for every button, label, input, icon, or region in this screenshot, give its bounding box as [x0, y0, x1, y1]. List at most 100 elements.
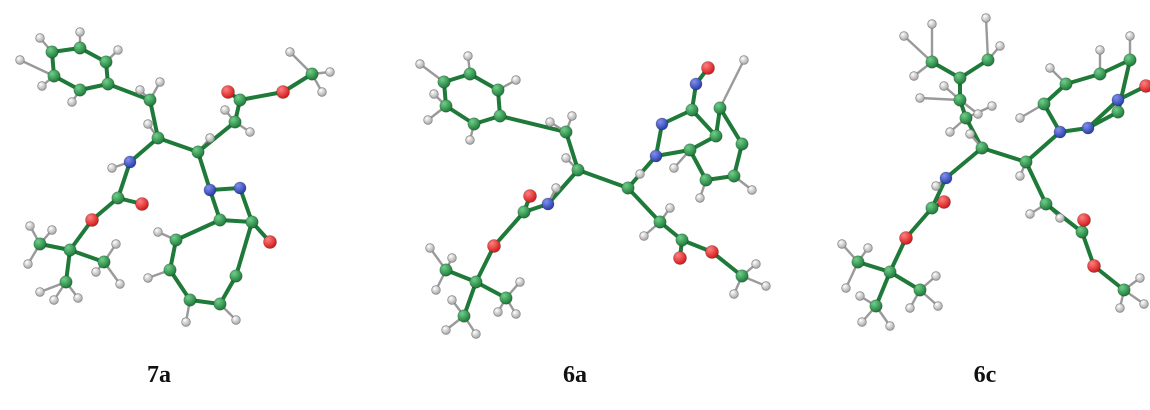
carbon-atom: [494, 110, 506, 122]
carbon-atom: [74, 42, 86, 54]
hydrogen-atom: [494, 308, 503, 317]
oxygen-atom: [222, 86, 235, 99]
hydrogen-atom: [426, 244, 435, 253]
carbon-atom: [736, 138, 748, 150]
molecule-7a: [16, 28, 335, 327]
carbon-atom: [229, 116, 241, 128]
carbon-atom: [214, 298, 226, 310]
carbon-atom: [572, 164, 584, 176]
carbon-atom: [622, 182, 634, 194]
hydrogen-atom: [568, 112, 577, 121]
carbon-atom: [470, 276, 482, 288]
carbon-atom: [170, 234, 182, 246]
carbon-atom: [518, 206, 530, 218]
bond: [176, 220, 220, 240]
carbon-atom: [464, 68, 476, 80]
carbon-atom: [458, 310, 470, 322]
carbon-atom: [926, 56, 938, 68]
hydrogen-atom: [206, 134, 215, 143]
hydrogen-atom: [144, 120, 153, 129]
carbon-atom: [152, 132, 164, 144]
hydrogen-atom: [1026, 210, 1035, 219]
hydrogen-atom: [838, 240, 847, 249]
hydrogen-atom: [50, 296, 59, 305]
hydrogen-atom: [136, 86, 145, 95]
hydrogen-atom: [946, 128, 955, 137]
hydrogen-atom: [318, 88, 327, 97]
hydrogen-atom: [221, 106, 230, 115]
carbon-atom: [1040, 198, 1052, 210]
carbon-atom: [192, 146, 204, 158]
bond: [578, 170, 628, 188]
carbon-atom: [46, 46, 58, 58]
hydrogen-atom: [442, 326, 451, 335]
carbon-atom: [560, 126, 572, 138]
hydrogen-atom: [326, 68, 335, 77]
hydrogen-atom: [144, 274, 153, 283]
carbon-atom: [34, 238, 46, 250]
carbon-atom: [144, 94, 156, 106]
hydrogen-atom: [1096, 46, 1105, 55]
hydrogen-atom: [232, 316, 241, 325]
oxygen-atom: [86, 214, 99, 227]
carbon-atom: [954, 72, 966, 84]
carbon-atom: [98, 256, 110, 268]
carbon-atom: [710, 130, 722, 142]
hydrogen-atom: [1126, 32, 1135, 41]
bond: [628, 188, 660, 222]
hydrogen-atom: [988, 102, 997, 111]
bond: [500, 116, 566, 132]
hydrogen-atom: [1056, 214, 1065, 223]
oxygen-atom: [488, 240, 501, 253]
hydrogen-atom: [182, 318, 191, 327]
hydrogen-atom: [1136, 274, 1145, 283]
hydrogen-atom: [762, 282, 771, 291]
hydrogen-atom: [932, 182, 941, 191]
hydrogen-atom: [1016, 172, 1025, 181]
carbon-atom: [440, 264, 452, 276]
nitrogen-atom: [940, 172, 952, 184]
hydrogen-atom: [424, 116, 433, 125]
carbon-atom: [48, 70, 60, 82]
hydrogen-atom: [108, 164, 117, 173]
carbon-atom: [492, 84, 504, 96]
hydrogen-atom: [928, 20, 937, 29]
hydrogen-atom: [92, 268, 101, 277]
carbon-atom: [1094, 68, 1106, 80]
hydrogen-atom: [864, 244, 873, 253]
nitrogen-atom: [204, 184, 216, 196]
carbon-atom: [1118, 284, 1130, 296]
molecule-label-6c: 6c: [945, 362, 1025, 389]
hydrogen-atom: [112, 240, 121, 249]
carbon-atom: [870, 300, 882, 312]
hydrogen-atom: [114, 46, 123, 55]
nitrogen-atom: [542, 198, 554, 210]
carbon-atom: [234, 94, 246, 106]
carbon-atom: [438, 76, 450, 88]
carbon-atom: [246, 216, 258, 228]
hydrogen-atom: [858, 318, 867, 327]
nitrogen-atom: [1112, 94, 1124, 106]
hydrogen-atom: [448, 254, 457, 263]
carbon-atom: [676, 234, 688, 246]
carbon-atom: [1124, 54, 1136, 66]
bond: [982, 148, 1026, 162]
hydrogen-atom: [546, 118, 555, 127]
hydrogen-atom: [842, 284, 851, 293]
hydrogen-atom: [472, 330, 481, 339]
carbon-atom: [714, 102, 726, 114]
carbon-atom: [736, 270, 748, 282]
hydrogen-atom: [154, 228, 163, 237]
hydrogen-atom: [696, 194, 705, 203]
molecule-label-7a: 7a: [119, 362, 199, 389]
oxygen-atom: [706, 246, 719, 259]
oxygen-atom: [1140, 80, 1150, 93]
carbon-atom: [686, 104, 698, 116]
hydrogen-atom: [740, 56, 749, 65]
bond: [236, 222, 252, 276]
hydrogen-atom: [974, 110, 983, 119]
carbon-atom: [914, 284, 926, 296]
hydrogen-atom: [1016, 114, 1025, 123]
nitrogen-atom: [1054, 126, 1066, 138]
